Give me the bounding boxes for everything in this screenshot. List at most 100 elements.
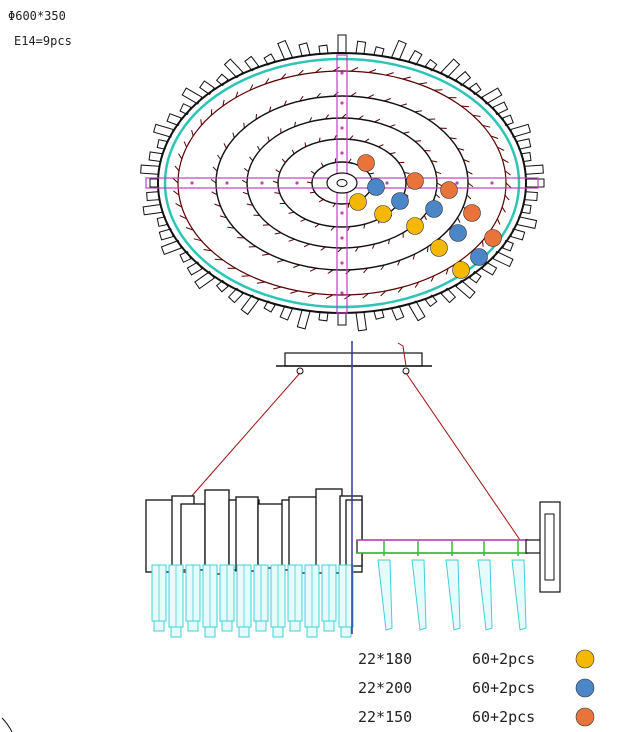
ring-tooth — [466, 194, 472, 200]
crystal-marker — [391, 192, 409, 210]
bar-dot — [340, 71, 344, 75]
ring-tooth — [501, 158, 509, 164]
arm-bar — [356, 539, 529, 554]
outer-tooth — [179, 103, 192, 116]
outer-tooth — [525, 178, 545, 188]
legend-size: 22*180 — [358, 650, 412, 668]
bar-dot — [295, 181, 299, 185]
legend-swatch — [575, 707, 595, 727]
bar-dots — [190, 71, 494, 295]
ring-tooth — [212, 166, 218, 172]
arm-crystal — [411, 559, 427, 631]
crystal-marker — [430, 239, 448, 257]
outer-tooth — [355, 311, 368, 332]
ring-tooth — [431, 160, 438, 163]
ring-tooth — [418, 82, 428, 85]
crystal-marker — [440, 181, 458, 199]
legend-qty: 60+2pcs — [472, 650, 535, 668]
ceiling-canopy — [284, 352, 423, 367]
ring-tooth — [242, 191, 249, 195]
ring-tooth — [173, 190, 180, 196]
ring-tooth — [214, 258, 223, 261]
bar-dot — [260, 181, 264, 185]
ring-tooth — [235, 91, 239, 98]
ring-tooth — [267, 136, 270, 142]
crystal-markers — [349, 154, 502, 279]
end-connector — [525, 539, 542, 554]
ring-tooth — [362, 293, 369, 299]
ring-tooth — [249, 84, 254, 91]
ring-tooth — [315, 67, 322, 73]
ring-tooth — [291, 149, 295, 155]
ring-tooth — [172, 178, 179, 184]
ring-tooth — [268, 106, 272, 113]
ring-tooth — [214, 203, 221, 207]
crystal-tip — [221, 620, 233, 632]
ring-tooth — [414, 110, 422, 113]
ring-tooth — [246, 203, 253, 206]
ring-tooth — [332, 66, 340, 72]
inner-teal-ring — [163, 57, 521, 309]
ring-tooth — [433, 89, 443, 91]
hanging-crystals — [151, 564, 354, 638]
ring-tooth — [243, 167, 249, 173]
outer-tooth — [142, 203, 163, 216]
crystal-marker — [425, 200, 443, 218]
ring-tooth — [232, 132, 235, 138]
legend-size: 22*200 — [358, 679, 412, 697]
ring-tooth — [497, 146, 505, 151]
dimensions-label: Φ600*350 — [8, 9, 66, 23]
ring-tooth — [290, 290, 299, 294]
bar-dot — [340, 101, 344, 105]
ring-tooth — [174, 165, 180, 172]
crystal-marker — [449, 224, 467, 242]
crystal-tip — [272, 626, 284, 638]
crystal-marker — [357, 154, 375, 172]
crystal-marker — [349, 193, 367, 211]
bar-dot — [385, 181, 389, 185]
crystal-tip — [340, 626, 352, 638]
outer-tooth — [391, 39, 407, 61]
outer-tooth — [146, 191, 160, 202]
wire-right — [405, 372, 521, 541]
bar-dot — [225, 181, 229, 185]
ring-tooth — [482, 124, 491, 128]
arm-crystal — [377, 559, 393, 631]
crystal-tip — [204, 626, 216, 638]
ring-tooth — [457, 147, 465, 151]
ring-tooth — [445, 268, 449, 275]
ring-tooth — [385, 72, 394, 76]
ring-tooth — [397, 286, 404, 293]
ring-tooth — [272, 180, 279, 184]
arm-crystal — [511, 559, 527, 631]
ring-tooth — [350, 67, 359, 72]
ring-tooth — [241, 179, 248, 184]
ring-tooth — [222, 99, 225, 107]
crystal-tip — [255, 620, 267, 632]
bar-dot — [340, 291, 344, 295]
legend-qty: 60+2pcs — [472, 708, 535, 726]
canopy-hook-left — [296, 367, 304, 375]
crystal-columns — [145, 488, 363, 575]
outer-tooth — [149, 178, 159, 188]
canopy-hook-right — [402, 367, 410, 375]
outer-tooth — [140, 164, 160, 175]
ring-tooth — [257, 145, 261, 151]
legend-swatch — [575, 649, 595, 669]
ring-tooth — [179, 215, 187, 220]
arm-crystal — [477, 559, 493, 631]
crystal-column — [315, 488, 343, 574]
arm-crystal — [445, 559, 461, 631]
ring-tooth — [412, 253, 416, 260]
crystal-column — [345, 499, 363, 567]
center-hole — [336, 179, 348, 187]
crystal-tip — [238, 626, 250, 638]
crystal-tip — [289, 620, 301, 632]
ring-tooth — [496, 218, 501, 225]
ring-2 — [246, 117, 438, 249]
ring-tooth — [191, 129, 194, 137]
ring-tooth — [414, 281, 420, 288]
ring-tooth — [288, 211, 295, 214]
ring-tooth — [504, 194, 510, 201]
